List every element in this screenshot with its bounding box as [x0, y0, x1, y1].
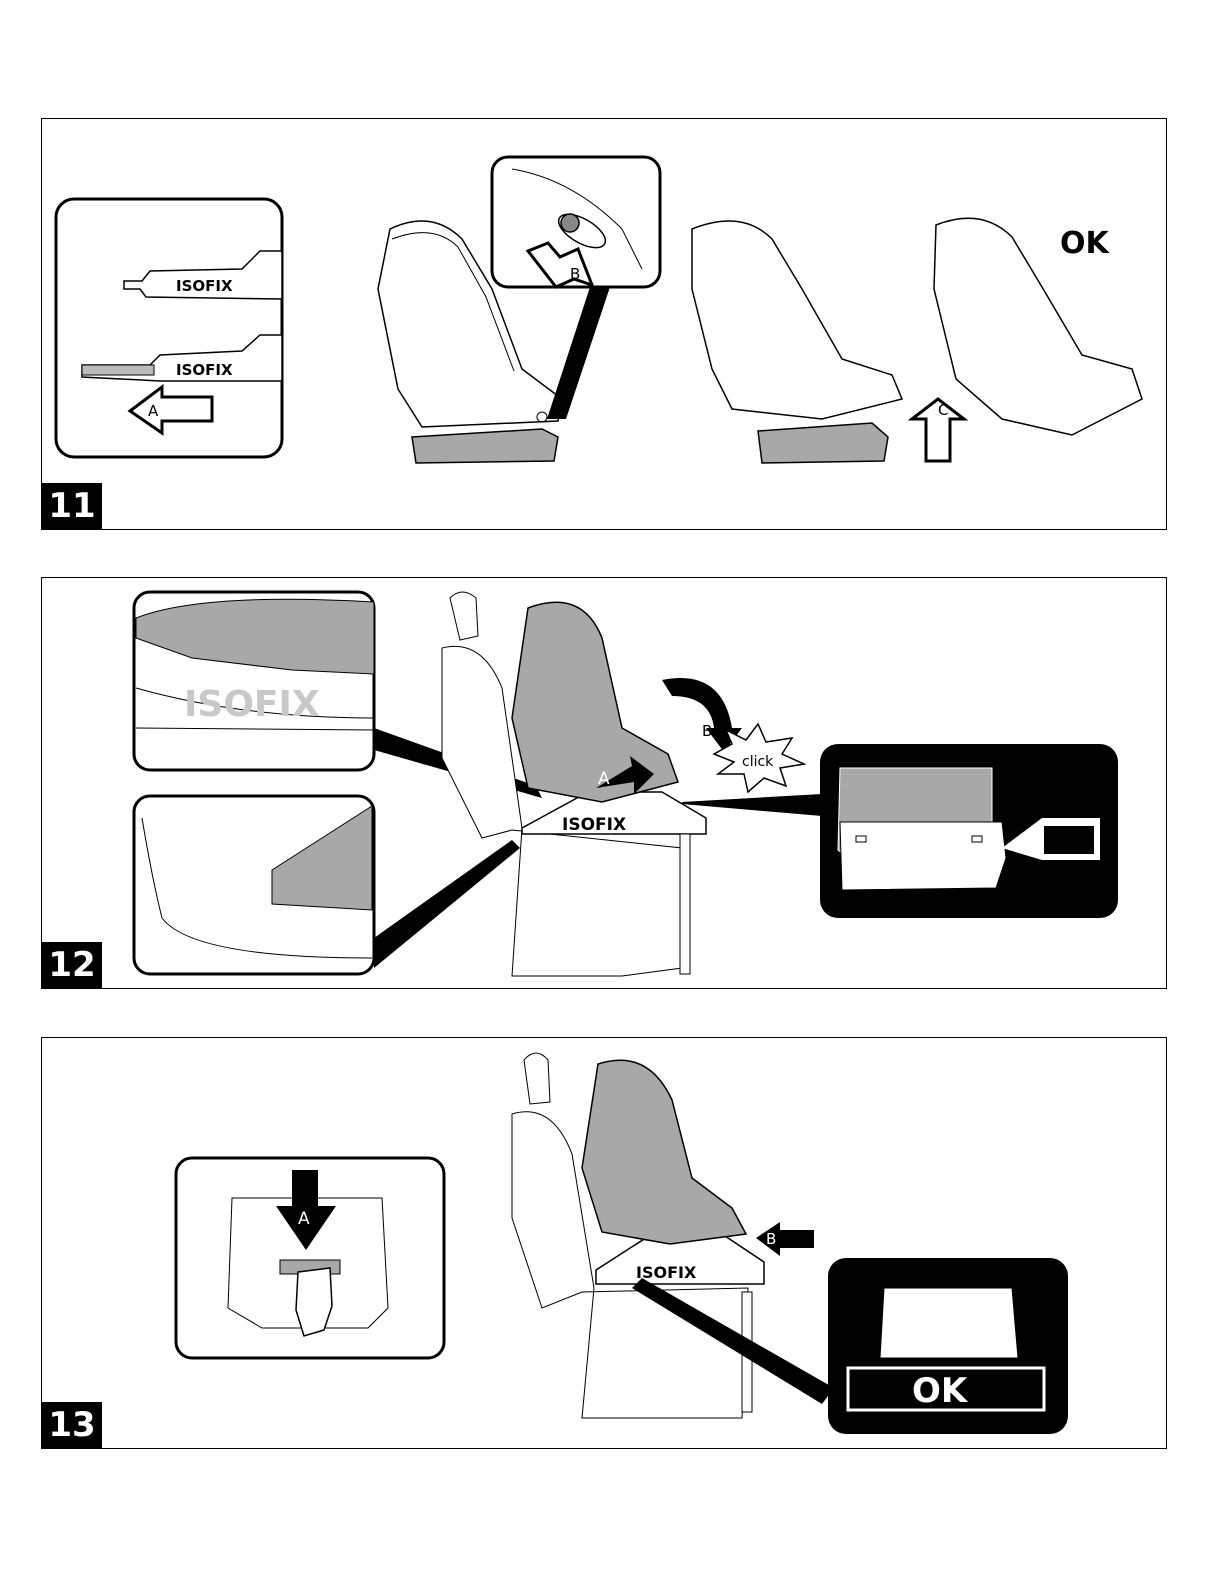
car-seat-released: OK — [934, 218, 1142, 435]
isofix-connector-inset: ISOFIX ISOFIX A — [56, 199, 282, 457]
step-11-illustration: ISOFIX ISOFIX A B — [42, 119, 1167, 530]
step-number: 11 — [42, 483, 102, 529]
step-13-illustration: A ISOFIX B OK — [42, 1038, 1167, 1449]
car-seat-lifted: C — [692, 221, 964, 463]
step-12-illustration: ISOFIX ISOFIX A B click — [42, 578, 1167, 989]
arrow-label-a: A — [148, 402, 159, 420]
isofix-anchor-closeup-inset — [134, 796, 520, 974]
ok-indicator-inset: OK — [828, 1258, 1068, 1434]
arrow-label-b: B — [570, 265, 580, 283]
indicator-window-inset — [820, 744, 1118, 918]
step-13-panel: A ISOFIX B OK 13 — [41, 1037, 1167, 1449]
isofix-logo: ISOFIX — [562, 815, 626, 835]
arrow-label-b: B — [766, 1230, 776, 1248]
arrow-label-b: B — [702, 722, 712, 740]
isofix-logo: ISOFIX — [176, 277, 233, 295]
arrow-left-icon — [756, 1222, 814, 1256]
ok-label: OK — [1060, 226, 1111, 261]
isofix-logo: ISOFIX — [176, 361, 233, 379]
step-12-panel: ISOFIX ISOFIX A B click — [41, 577, 1167, 989]
step-number: 12 — [42, 942, 102, 988]
release-button-inset: A — [176, 1158, 444, 1358]
step-11-panel: ISOFIX ISOFIX A B — [41, 118, 1167, 530]
isofix-logo: ISOFIX — [636, 1263, 697, 1282]
arrow-label-c: C — [938, 401, 948, 419]
ok-label: OK — [912, 1371, 969, 1411]
isofix-logo: ISOFIX — [184, 684, 320, 725]
arrow-label-a: A — [298, 1209, 310, 1229]
step-number: 13 — [42, 1402, 102, 1448]
click-label: click — [742, 754, 774, 770]
arrow-label-a: A — [598, 769, 610, 789]
